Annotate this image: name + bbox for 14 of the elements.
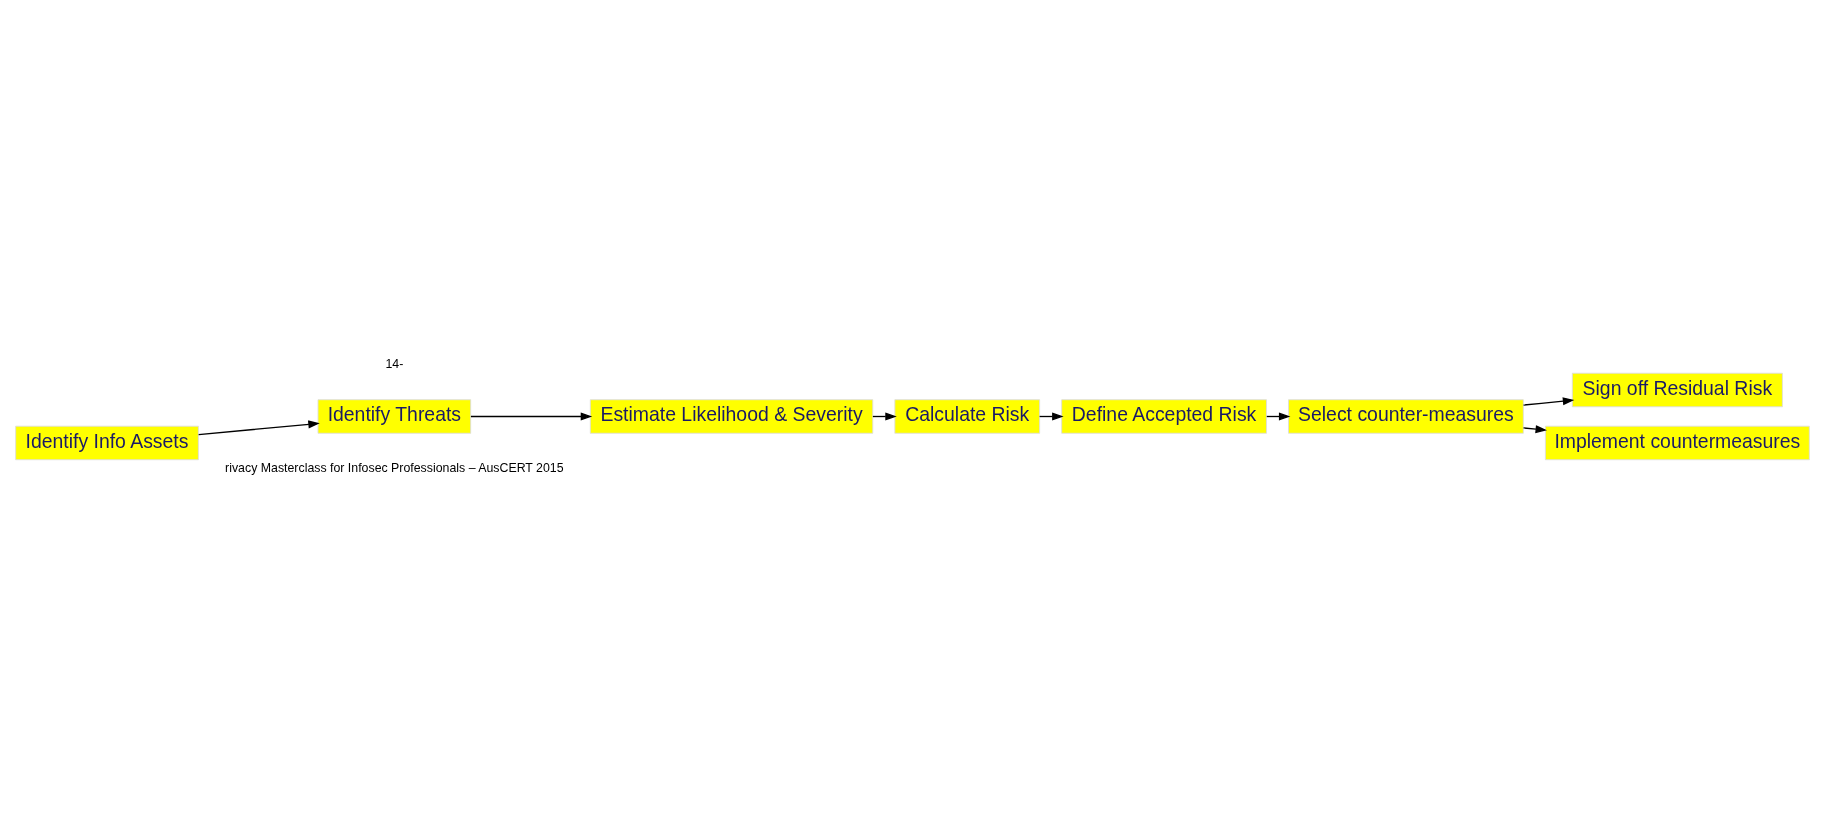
arrow	[1522, 397, 1575, 406]
node-box: Sign off Residual Risk	[1571, 372, 1783, 408]
node-box: Estimate Likelihood & Severity	[589, 399, 874, 434]
label: 14-	[385, 356, 404, 371]
node-box: Define Accepted Risk	[1061, 399, 1267, 434]
label: rivacy Masterclass for Infosec Professionals – AusCERT 2015	[225, 460, 564, 475]
node-box: Implement countermeasures	[1544, 425, 1810, 461]
arrow	[198, 420, 320, 436]
node-box: Identify Info Assets	[15, 425, 199, 461]
arrow	[1522, 425, 1547, 434]
node-box: Calculate Risk	[894, 399, 1041, 434]
node-box: Identify Threats	[317, 399, 472, 434]
node-box: Select counter-measures	[1288, 399, 1524, 434]
arrow	[470, 412, 593, 421]
